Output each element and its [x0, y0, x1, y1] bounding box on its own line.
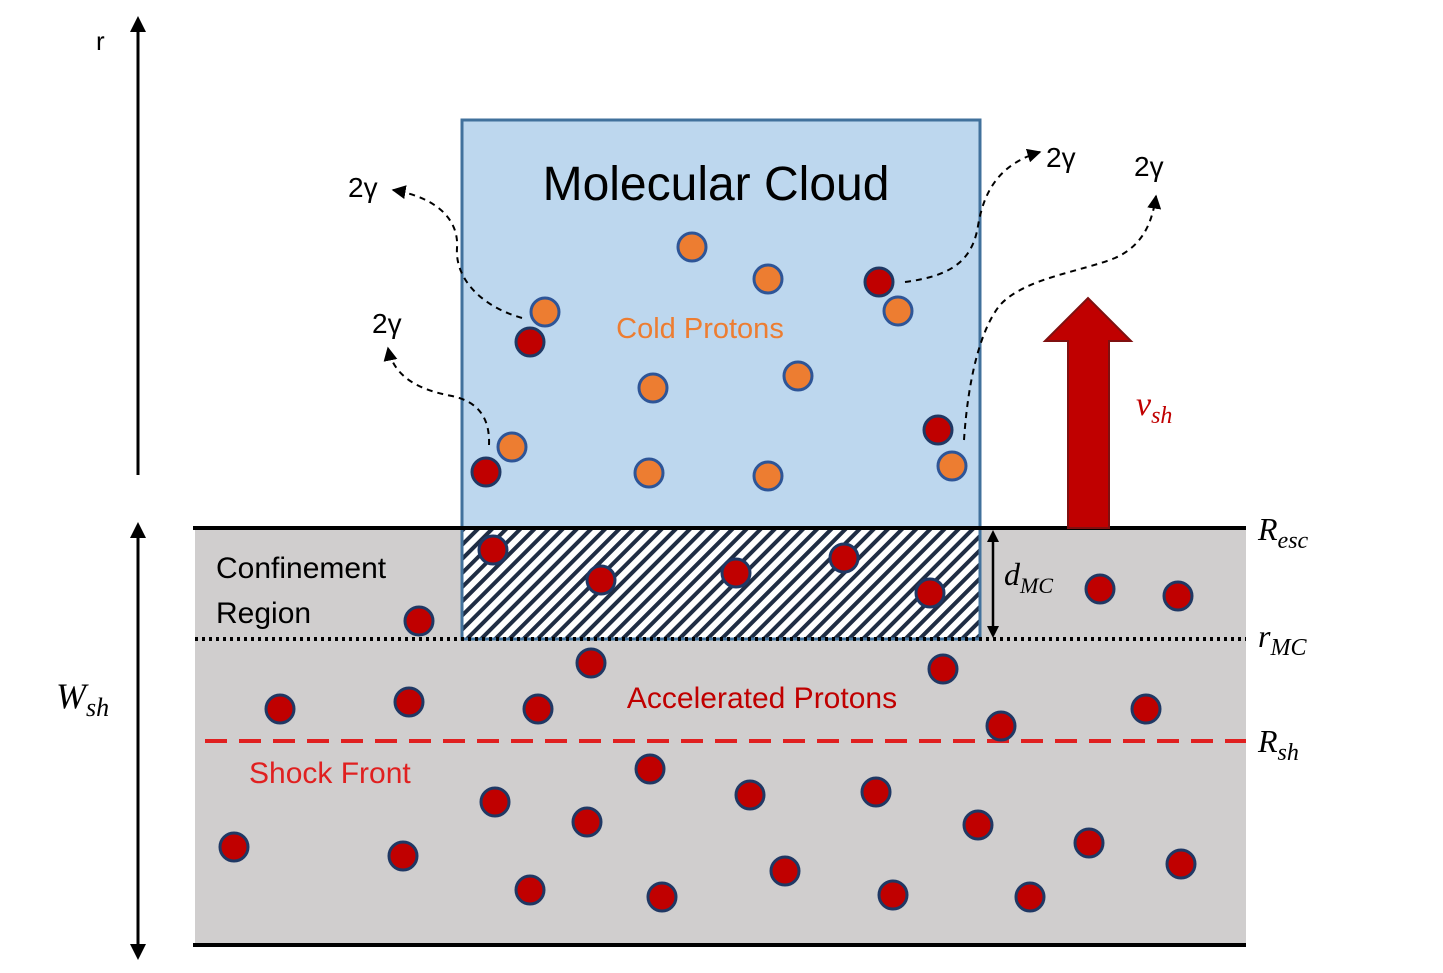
d-mc-double-arrow	[987, 530, 999, 638]
accelerated-proton	[985, 710, 1017, 742]
accelerated-proton	[387, 840, 419, 872]
shock-velocity-arrow	[1042, 296, 1134, 529]
accelerated-proton	[1130, 693, 1162, 725]
d-mc-label: dMC	[1004, 556, 1053, 598]
cold-proton	[782, 360, 814, 392]
gamma-label-4: 2γ	[1134, 151, 1164, 182]
cold-proton	[882, 295, 914, 327]
accelerated-protons-label: Accelerated Protons	[627, 682, 897, 715]
accelerated-proton	[877, 879, 909, 911]
cold-protons	[496, 231, 968, 492]
cold-proton	[529, 296, 561, 328]
r-axis-label: r	[96, 26, 105, 56]
accelerated-proton	[922, 414, 954, 446]
r-esc-label: Resc	[1257, 511, 1309, 554]
confinement-region-label-line1: Confinement	[216, 552, 387, 585]
accelerated-protons	[218, 266, 1197, 913]
cold-protons-label: Cold Protons	[616, 313, 784, 345]
gamma-path-4	[963, 194, 1162, 441]
accelerated-proton	[1073, 827, 1105, 859]
confinement-region-label-line2: Region	[216, 597, 311, 630]
cold-proton	[637, 372, 669, 404]
accelerated-proton	[514, 326, 546, 358]
cold-proton	[752, 460, 784, 492]
r-axis-arrow	[130, 16, 146, 475]
accelerated-proton	[927, 653, 959, 685]
accelerated-proton	[571, 806, 603, 838]
accelerated-proton	[470, 456, 502, 488]
r-mc-label: rMC	[1258, 618, 1307, 661]
accelerated-proton	[828, 542, 860, 574]
accelerated-proton	[1014, 881, 1046, 913]
w-sh-label: Wsh	[56, 676, 109, 722]
cold-proton	[936, 450, 968, 482]
accelerated-proton	[734, 779, 766, 811]
gamma-path-2	[383, 346, 491, 446]
accelerated-proton	[479, 786, 511, 818]
accelerated-proton	[646, 881, 678, 913]
cold-proton	[496, 431, 528, 463]
gamma-label-3: 2γ	[1046, 142, 1076, 173]
cloud-confinement-overlap	[460, 526, 982, 641]
r-sh-label: Rsh	[1257, 723, 1299, 766]
accelerated-proton	[863, 266, 895, 298]
gamma-path-3	[904, 148, 1042, 283]
accelerated-proton	[393, 686, 425, 718]
accelerated-proton	[477, 534, 509, 566]
accelerated-proton	[514, 874, 546, 906]
cold-proton	[676, 231, 708, 263]
accelerated-proton	[1165, 848, 1197, 880]
cloud-title: Molecular Cloud	[543, 158, 890, 211]
accelerated-proton	[218, 831, 250, 863]
accelerated-proton	[585, 564, 617, 596]
accelerated-proton	[403, 605, 435, 637]
accelerated-proton	[634, 753, 666, 785]
accelerated-proton	[914, 577, 946, 609]
shock-front-label: Shock Front	[249, 757, 411, 790]
accelerated-proton	[769, 855, 801, 887]
w-sh-double-arrow	[130, 522, 146, 960]
accelerated-proton	[1084, 573, 1116, 605]
gamma-label-1: 2γ	[348, 172, 378, 203]
accelerated-proton	[264, 693, 296, 725]
accelerated-proton	[575, 647, 607, 679]
accelerated-proton	[720, 557, 752, 589]
gamma-path-1	[391, 185, 523, 319]
v-sh-label: vsh	[1136, 386, 1172, 429]
accelerated-proton	[1162, 580, 1194, 612]
accelerated-proton	[522, 693, 554, 725]
gamma-label-2: 2γ	[372, 308, 402, 339]
accelerated-proton	[962, 809, 994, 841]
cold-proton	[633, 457, 665, 489]
accelerated-proton	[860, 776, 892, 808]
cold-proton	[752, 263, 784, 295]
